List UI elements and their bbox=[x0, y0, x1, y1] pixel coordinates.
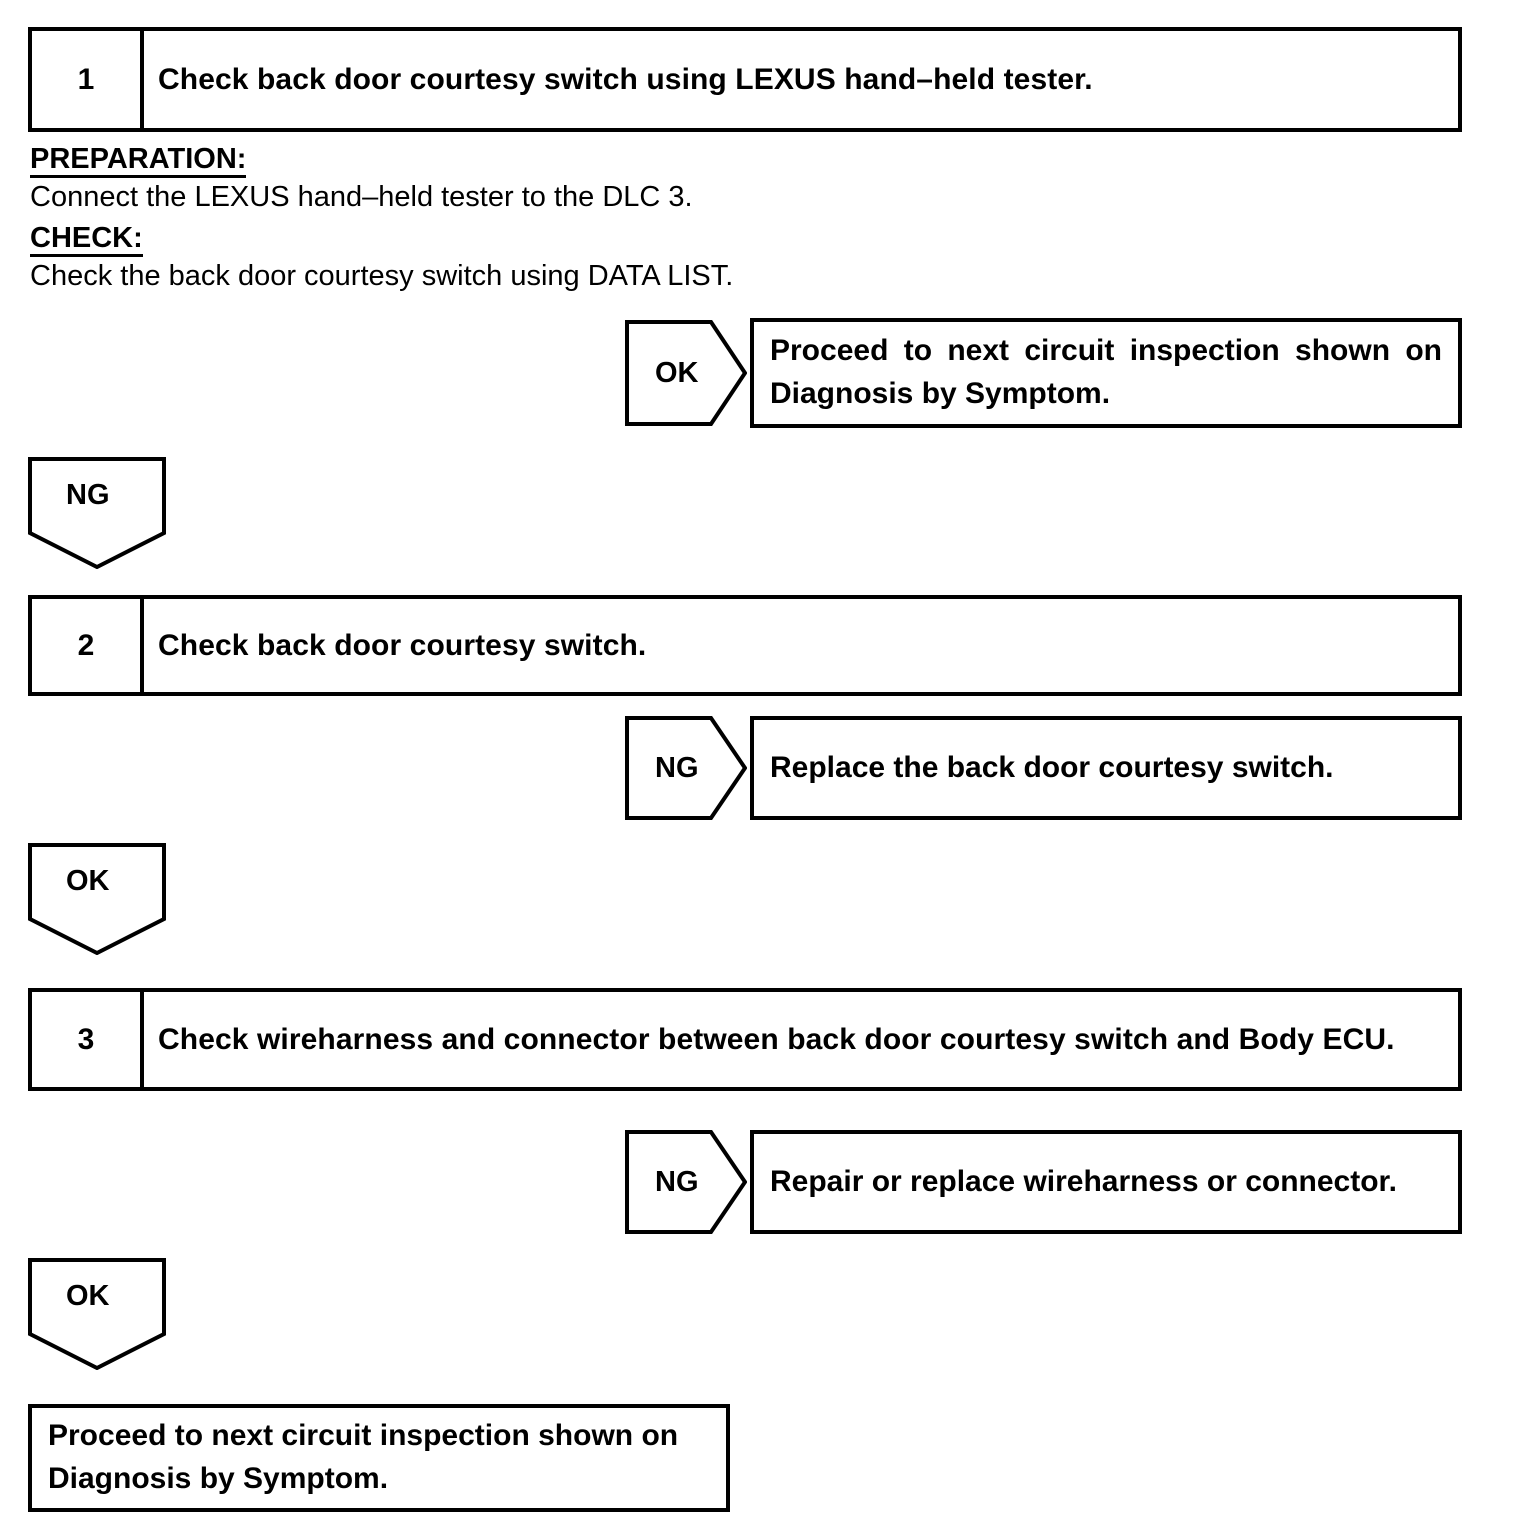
branch-tag-ng-step3-label: NG bbox=[655, 1165, 699, 1198]
branch-tag-ng-step2: NG bbox=[625, 716, 747, 820]
final-outcome-box: Proceed to next circuit inspection shown… bbox=[28, 1404, 730, 1512]
branch-tag-ok-step1: OK bbox=[625, 320, 747, 426]
result-box-step3-ng: Repair or replace wireharness or connect… bbox=[750, 1130, 1462, 1234]
step-box-2: 2 Check back door courtesy switch. bbox=[28, 595, 1462, 696]
pentagon-right-icon bbox=[625, 320, 747, 426]
pentagon-down-icon bbox=[28, 1258, 166, 1370]
branch-tag-ok-step3-label: OK bbox=[66, 1280, 110, 1312]
check-heading: CHECK: bbox=[30, 224, 143, 257]
final-outcome-text: Proceed to next circuit inspection shown… bbox=[48, 1415, 710, 1500]
result-line-1: Proceed to next circuit inspection shown… bbox=[770, 334, 1442, 368]
branch-tag-ok-step2-label: OK bbox=[66, 865, 110, 897]
preparation-text: Connect the LEXUS hand–held tester to th… bbox=[30, 181, 693, 213]
preparation-heading: PREPARATION: bbox=[30, 145, 247, 178]
pentagon-down-icon bbox=[28, 843, 166, 955]
step-text-1: Check back door courtesy switch using LE… bbox=[158, 62, 1093, 96]
result-line-2: Diagnosis by Symptom. bbox=[770, 377, 1111, 410]
result-box-step2-ng: Replace the back door courtesy switch. bbox=[750, 716, 1462, 820]
branch-tag-ok-step3: OK bbox=[28, 1258, 166, 1370]
check-text: Check the back door courtesy switch usin… bbox=[30, 260, 734, 292]
branch-tag-ok-step2: OK bbox=[28, 843, 166, 955]
result-box-step3-ng-text: Repair or replace wireharness or connect… bbox=[770, 1164, 1397, 1198]
step-number-2: 2 bbox=[32, 599, 144, 692]
step-text-2: Check back door courtesy switch. bbox=[158, 628, 647, 662]
result-box-step1-ok: Proceed to next circuit inspection shown… bbox=[750, 318, 1462, 428]
branch-tag-ng-step1-label: NG bbox=[66, 479, 110, 511]
step-text-3: Check wireharness and connector between … bbox=[158, 1022, 1395, 1056]
step-number-3: 3 bbox=[32, 992, 144, 1087]
branch-tag-ng-step3: NG bbox=[625, 1130, 747, 1234]
branch-tag-ng-step2-label: NG bbox=[655, 751, 699, 784]
result-box-step2-ng-text: Replace the back door courtesy switch. bbox=[770, 750, 1334, 784]
step-box-1: 1 Check back door courtesy switch using … bbox=[28, 27, 1462, 132]
pentagon-right-icon bbox=[625, 1130, 747, 1234]
pentagon-right-icon bbox=[625, 716, 747, 820]
pentagon-down-icon bbox=[28, 457, 166, 569]
step-box-3: 3 Check wireharness and connector betwee… bbox=[28, 988, 1462, 1091]
preparation-check-block: PREPARATION: Connect the LEXUS hand–held… bbox=[30, 145, 850, 291]
branch-tag-ng-step1: NG bbox=[28, 457, 166, 569]
step-number-1: 1 bbox=[32, 31, 144, 128]
final-line-2: Diagnosis by Symptom. bbox=[48, 1462, 389, 1495]
final-line-1: Proceed to next circuit inspection shown… bbox=[48, 1419, 679, 1453]
result-box-step1-ok-text: Proceed to next circuit inspection shown… bbox=[770, 330, 1442, 415]
branch-tag-ok-step1-label: OK bbox=[655, 356, 699, 389]
